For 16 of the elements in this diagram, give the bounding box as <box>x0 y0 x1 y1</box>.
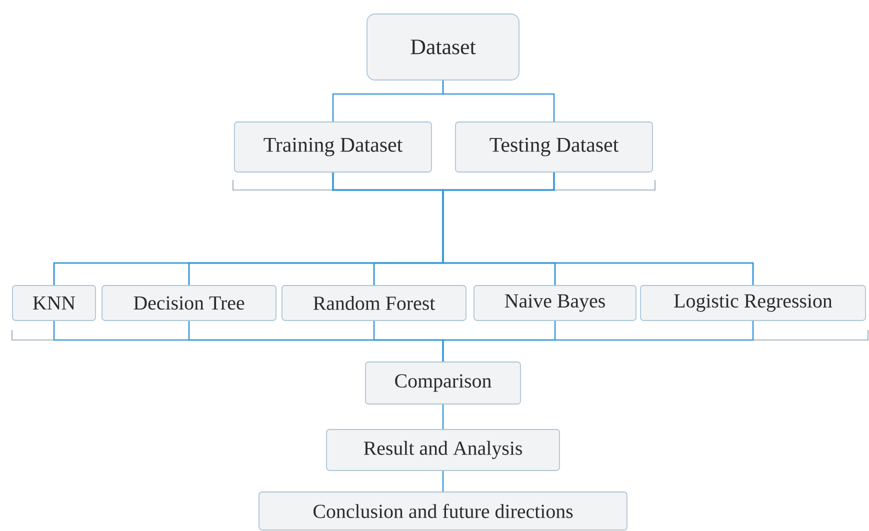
connector <box>442 80 555 122</box>
process-box: Comparison <box>365 362 521 404</box>
connector <box>442 320 754 362</box>
process-box: Naive Bayes <box>474 285 636 321</box>
process-box: Conclusion and future directions <box>258 492 628 530</box>
process-box: Logistic Regression <box>640 285 866 321</box>
process-box: Training Dataset <box>234 122 432 172</box>
process-box: KNN <box>12 285 96 321</box>
process-box: Random Forest <box>282 285 466 321</box>
connector <box>442 172 754 286</box>
connector <box>442 470 444 492</box>
process-box: Testing Dataset <box>455 122 653 172</box>
process-box: Decision Tree <box>102 285 276 321</box>
process-box: Result and Analysis <box>326 429 560 471</box>
connector <box>442 404 444 430</box>
process-box: Dataset <box>366 14 520 80</box>
